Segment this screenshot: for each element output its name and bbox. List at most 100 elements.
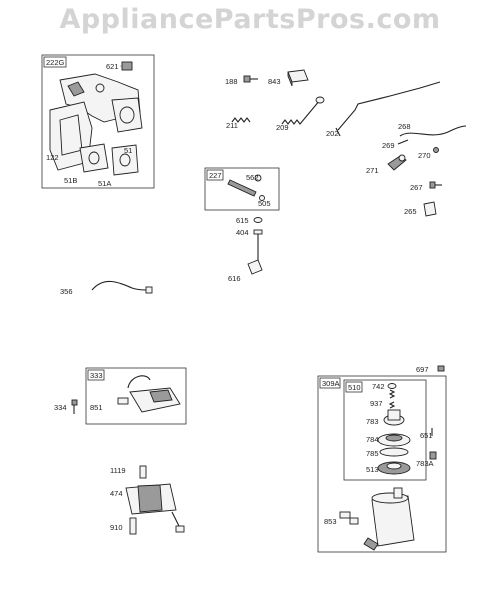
label-783: 783 (366, 417, 379, 426)
group-227-frame (204, 167, 280, 211)
lever-227-part[interactable] (227, 179, 257, 197)
clip-621-part[interactable] (121, 61, 133, 71)
label-616: 616 (228, 274, 241, 283)
cap-783a-part[interactable] (429, 451, 437, 460)
screw-334: 334 (54, 399, 78, 414)
gear-783-hub (387, 409, 401, 421)
label-910: 910 (110, 523, 123, 532)
label-615: 615 (236, 216, 249, 225)
bolt-853-part[interactable] (339, 511, 351, 519)
screw-334-part[interactable] (71, 399, 78, 406)
label-122: 122 (46, 153, 59, 162)
label-513: 513 (366, 465, 379, 474)
group-510-tag (345, 381, 363, 393)
label-334: 334 (54, 403, 67, 412)
label-937: 937 (370, 399, 383, 408)
label-562: 562 (246, 173, 259, 182)
group-222g-frame (41, 54, 155, 189)
label-271: 271 (366, 166, 379, 175)
label-1119: 1119 (110, 466, 126, 475)
group-222g: 222G 621 122 51B 51A 51 (41, 54, 155, 189)
label-202: 202 (326, 129, 339, 138)
screw-1119-part[interactable] (139, 465, 147, 479)
screw-188-part[interactable] (243, 75, 251, 83)
gasket-51b-hole (88, 151, 100, 165)
starter-motor-top (371, 492, 409, 504)
washer-505-part[interactable] (259, 195, 265, 201)
site-watermark: AppliancePartsPros.com (59, 4, 441, 35)
label-265: 265 (404, 207, 417, 216)
label-742: 742 (372, 382, 385, 391)
screw-851-part[interactable] (117, 397, 129, 405)
spring-211-part[interactable] (231, 117, 251, 123)
gasket-51-hole (119, 106, 135, 124)
group-227-tag-label: 227 (209, 171, 222, 180)
screw-697-part[interactable] (437, 365, 445, 372)
group-510-tag-label: 510 (348, 383, 361, 392)
group-510-frame (343, 379, 427, 481)
group-309a-tag-label: 309A (322, 379, 340, 388)
label-51a: 51A (98, 179, 111, 188)
rod-202-part[interactable] (337, 81, 441, 131)
washer-785-part[interactable] (379, 447, 409, 457)
block-843-side (287, 71, 293, 87)
bushing-404-part[interactable] (253, 229, 263, 235)
group-222g-tag (43, 56, 67, 68)
spring-937-part[interactable] (388, 389, 396, 409)
group-309a-frame (317, 375, 447, 553)
armature-474-lead (171, 511, 181, 529)
clip-270-part[interactable] (433, 147, 439, 153)
label-356: 356 (60, 287, 73, 296)
label-843: 843 (268, 77, 281, 86)
group-333: 333 851 (85, 367, 187, 425)
spring-209-end (315, 96, 325, 104)
bolt-853-head (349, 517, 359, 525)
group-309a: 697 309A 510 742 937 783 784 651 785 513… (317, 365, 447, 553)
washer-615-part[interactable] (253, 217, 263, 223)
gear-513-hub (386, 462, 402, 470)
label-188: 188 (225, 77, 238, 86)
clutch-784-center (385, 434, 403, 442)
screw-267-part[interactable] (429, 181, 436, 189)
label-505: 505 (258, 199, 271, 208)
clip-742-part[interactable] (387, 383, 397, 389)
label-651: 651 (420, 431, 433, 440)
label-267: 267 (410, 183, 423, 192)
starter-motor-shaft (393, 487, 403, 499)
group-333-tag-label: 333 (90, 371, 103, 380)
spring-209-part[interactable] (281, 99, 321, 125)
armature-474: 1119 474 910 (110, 465, 185, 535)
rod-202-hook (335, 127, 341, 137)
top-middle-parts: 188 843 211 209 202 268 269 270 271 267 (225, 69, 467, 217)
nut-562-part[interactable] (254, 174, 262, 182)
pin-616-part[interactable] (247, 259, 263, 275)
bracket-pivot-part[interactable] (95, 83, 105, 93)
label-474: 474 (110, 489, 123, 498)
label-853: 853 (324, 517, 337, 526)
lever-271-pivot (398, 154, 406, 162)
label-404: 404 (236, 228, 249, 237)
governor-link-part[interactable] (67, 81, 85, 97)
wire-356: 356 (60, 280, 153, 296)
label-785: 785 (366, 449, 379, 458)
bracket-265-part[interactable] (423, 201, 437, 217)
gasket-122-cutout (59, 114, 83, 156)
label-783a: 783A (416, 459, 434, 468)
wire-356-terminal (145, 286, 153, 294)
label-51b: 51B (64, 176, 77, 185)
label-697: 697 (416, 365, 429, 374)
group-222g-tag-label: 222G (46, 58, 65, 67)
pin-assembly: 615 404 616 (228, 216, 263, 283)
screw-269-part[interactable] (397, 139, 409, 145)
stud-910-part[interactable] (129, 517, 137, 535)
label-209: 209 (276, 123, 289, 132)
label-784: 784 (366, 435, 379, 444)
label-851: 851 (90, 403, 103, 412)
label-268: 268 (398, 122, 411, 131)
wire-356-part[interactable] (91, 280, 147, 291)
starter-motor-part[interactable] (371, 495, 415, 547)
cable-268-part[interactable] (399, 125, 467, 137)
starter-terminal-part (363, 537, 379, 551)
armature-lead-part (127, 375, 151, 389)
